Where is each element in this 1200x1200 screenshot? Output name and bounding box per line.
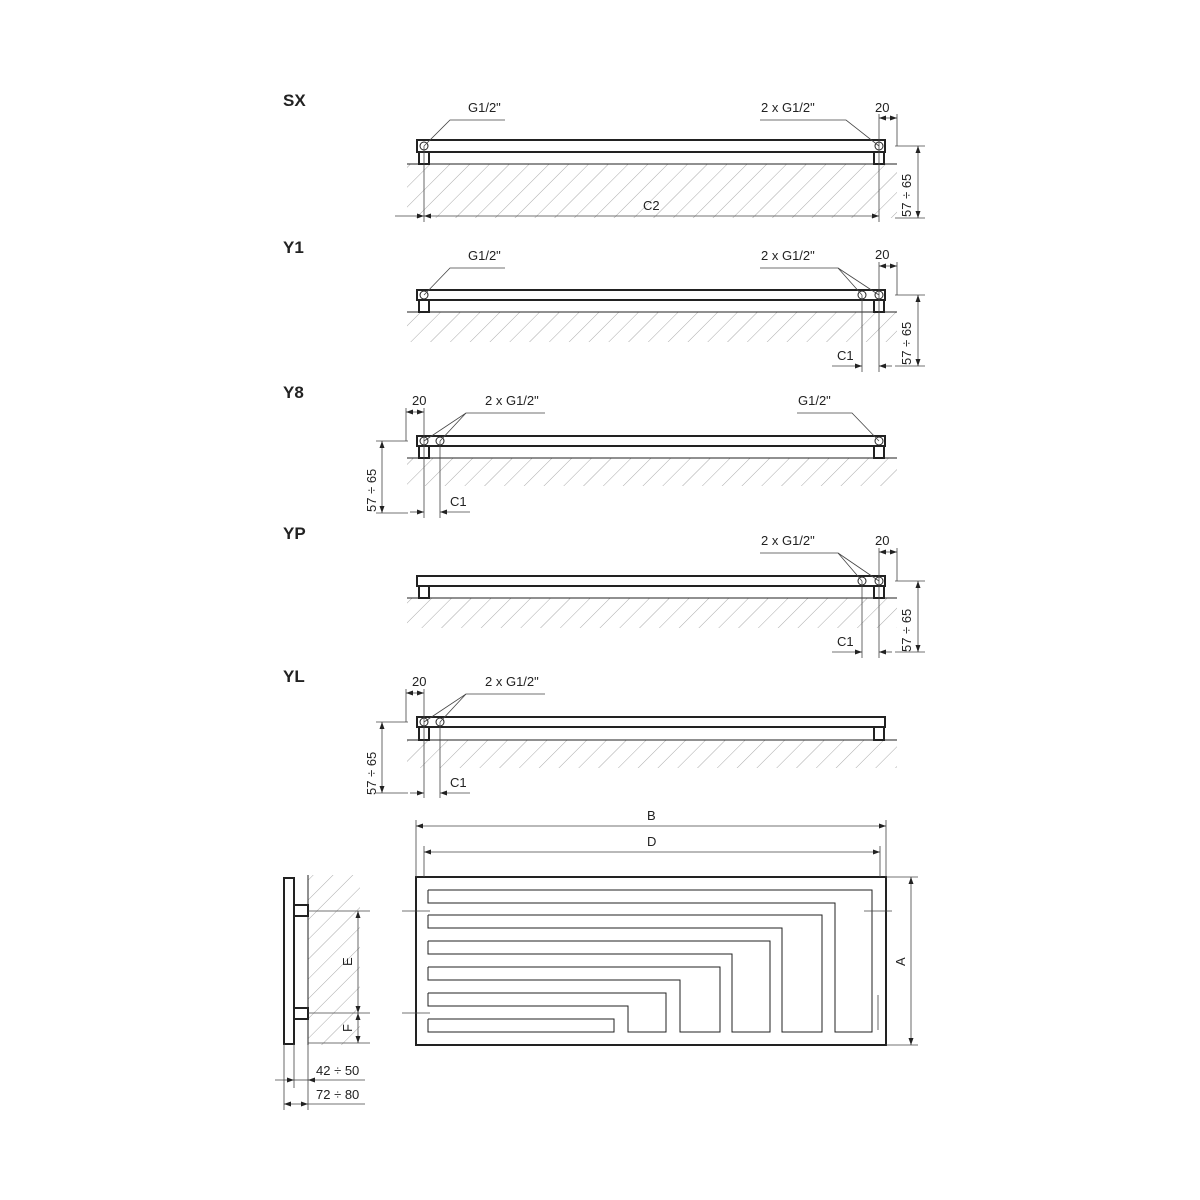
dim-top-label: 20: [412, 393, 426, 408]
variant-code: Y8: [283, 383, 304, 402]
connection-label-right: G1/2": [798, 393, 831, 408]
dim-F-label: F: [340, 1024, 355, 1032]
side-view: E F 42 ÷ 50 72 ÷ 80: [275, 875, 370, 1110]
dim-top-label: 20: [875, 247, 889, 262]
dim-A-label: A: [893, 957, 908, 966]
variant-code: YL: [283, 667, 305, 686]
radiator-bar: [416, 716, 886, 728]
variant-y1: Y1 G1/2" 2 x G1/2" 20 57 ÷ 65 C1: [283, 238, 925, 372]
connection-label-right: 2 x G1/2": [761, 533, 815, 548]
wall-hatch: [407, 598, 897, 628]
bracket-bottom: [293, 1007, 309, 1020]
variant-sx: SX G1/2" 2 x G1/2" 20 57 ÷ 65 C2: [283, 91, 925, 222]
wall-hatch: [407, 312, 897, 342]
variant-yl: YL 2 x G1/2" 20 57 ÷ 65 C1: [283, 667, 897, 798]
inlet-left: [419, 290, 429, 300]
wall-hatch: [407, 164, 897, 218]
variant-yp: YP 2 x G1/2" 20 57 ÷ 65 C1: [283, 524, 925, 658]
dim-bottom-label: C1: [837, 348, 854, 363]
dim-bottom-label: C1: [450, 494, 467, 509]
radiator-frame: [415, 876, 887, 1046]
leader-right-2: [837, 267, 880, 296]
dim-depth1-label: 42 ÷ 50: [316, 1063, 359, 1078]
dim-depth2-label: 72 ÷ 80: [316, 1087, 359, 1102]
leader-left-2: [439, 412, 467, 442]
radiator-bar: [416, 435, 886, 447]
dim-side-label: 57 ÷ 65: [899, 174, 914, 217]
variant-y8: Y8 2 x G1/2" G1/2" 20 57 ÷ 65 C1: [283, 383, 897, 518]
inlet-right: [874, 436, 884, 446]
connection-label-left: G1/2": [468, 100, 501, 115]
dim-bottom-label: C1: [450, 775, 467, 790]
connection-label-right: 2 x G1/2": [761, 248, 815, 263]
leader-left-2: [439, 693, 467, 723]
radiator-bar: [416, 575, 886, 587]
leader-right: [760, 119, 880, 147]
leader-left: [423, 119, 505, 147]
connection-label-left: G1/2": [468, 248, 501, 263]
front-view: B D A: [402, 808, 918, 1046]
dim-B-label: B: [647, 808, 656, 823]
dim-D-label: D: [647, 834, 656, 849]
bracket-right: [873, 445, 885, 459]
leader-right: [797, 412, 880, 442]
connection-label-left: 2 x G1/2": [485, 393, 539, 408]
dim-side-label: 57 ÷ 65: [899, 322, 914, 365]
wall-hatch: [407, 458, 897, 486]
bracket-right: [873, 726, 885, 741]
dim-bottom-label: C1: [837, 634, 854, 649]
dim-bottom-label: C2: [643, 198, 660, 213]
bracket-top: [293, 904, 309, 917]
dim-side-label: 57 ÷ 65: [899, 609, 914, 652]
bracket-left: [418, 299, 430, 313]
dim-top-label: 20: [875, 100, 889, 115]
wall-hatch: [308, 875, 360, 1045]
variant-code: YP: [283, 524, 306, 543]
dim-side-label: 57 ÷ 65: [364, 752, 379, 795]
connection-label-right: 2 x G1/2": [761, 100, 815, 115]
tube-3: [427, 940, 771, 1033]
variant-code: Y1: [283, 238, 304, 257]
tube-1: [427, 889, 873, 1033]
radiator-profile: [283, 877, 295, 1045]
variant-code: SX: [283, 91, 306, 110]
dim-top-label: 20: [875, 533, 889, 548]
leader-left: [423, 267, 505, 296]
bracket-left: [418, 585, 430, 599]
radiator-bar: [416, 289, 886, 301]
tube-4: [427, 966, 721, 1033]
dim-top-label: 20: [412, 674, 426, 689]
dim-side-label: 57 ÷ 65: [364, 469, 379, 512]
tube-2: [427, 914, 823, 1033]
connection-label-left: 2 x G1/2": [485, 674, 539, 689]
leader-right-2: [837, 552, 880, 582]
tube-5: [427, 992, 667, 1033]
wall-hatch: [407, 740, 897, 768]
radiator-bar: [416, 139, 886, 153]
tube-6: [427, 1018, 615, 1033]
dim-E-label: E: [340, 957, 355, 966]
